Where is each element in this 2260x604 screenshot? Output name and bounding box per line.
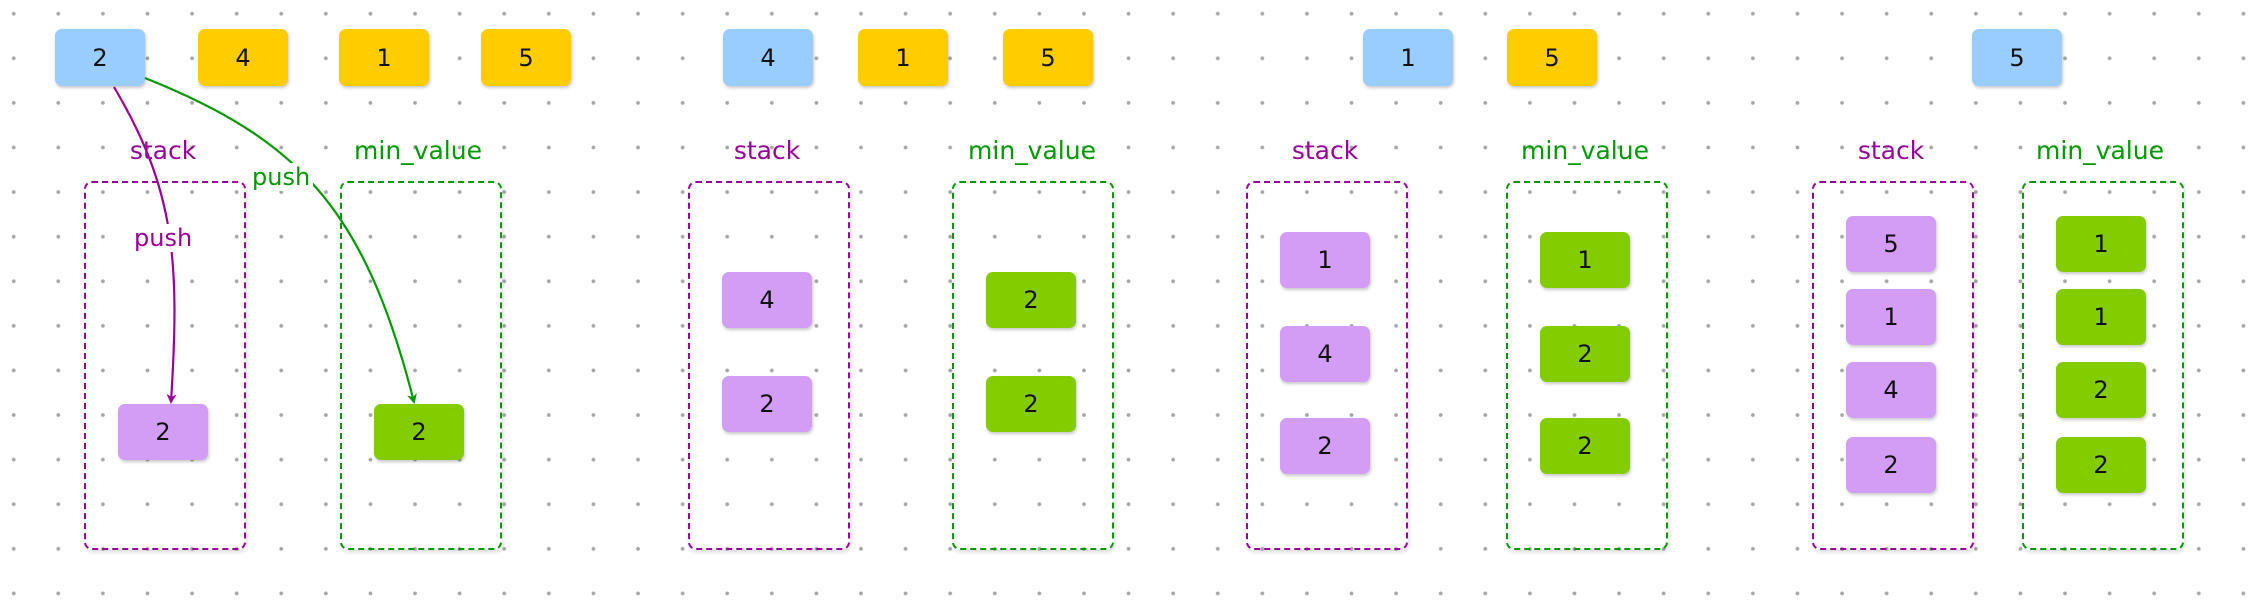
stack-item: 1 [1846, 289, 1936, 345]
min-value-item: 2 [374, 404, 464, 460]
stack-item: 4 [1280, 326, 1370, 382]
min-push-arrow [144, 76, 417, 404]
min-value-item: 2 [1540, 326, 1630, 382]
min-push-label: push [249, 163, 314, 191]
stack-item: 5 [1846, 216, 1936, 272]
stack-label: stack [1857, 136, 1925, 165]
stack-label: stack [129, 136, 197, 165]
min-value-item: 1 [2056, 289, 2146, 345]
stack-container [688, 181, 850, 550]
pending-element: 5 [481, 29, 571, 86]
min-value-container [2022, 181, 2184, 550]
min-value-container [952, 181, 1114, 550]
min-value-label: min_value [1521, 136, 1649, 165]
stack-item: 1 [1280, 232, 1370, 288]
stack-label: stack [733, 136, 801, 165]
stack-item: 2 [118, 404, 208, 460]
current-element: 4 [723, 29, 813, 86]
min-value-container [1506, 181, 1668, 550]
min-value-item: 2 [2056, 362, 2146, 418]
stack-label: stack [1291, 136, 1359, 165]
pending-element: 4 [198, 29, 288, 86]
stack-item: 2 [1280, 418, 1370, 474]
stack-item: 4 [722, 272, 812, 328]
pending-element: 1 [339, 29, 429, 86]
current-element: 2 [55, 29, 145, 86]
min-value-item: 1 [1540, 232, 1630, 288]
current-element: 5 [1972, 29, 2062, 86]
min-value-item: 2 [986, 376, 1076, 432]
pending-element: 5 [1003, 29, 1093, 86]
stack-container [1812, 181, 1974, 550]
pending-element: 1 [858, 29, 948, 86]
current-element: 1 [1363, 29, 1453, 86]
min-value-item: 1 [2056, 216, 2146, 272]
min-value-container [340, 181, 502, 550]
stack-container [1246, 181, 1408, 550]
min-value-label: min_value [354, 136, 482, 165]
stack-push-label: push [131, 224, 196, 252]
min-value-item: 2 [2056, 437, 2146, 493]
min-value-label: min_value [968, 136, 1096, 165]
stack-item: 2 [1846, 437, 1936, 493]
min-value-item: 2 [986, 272, 1076, 328]
pending-element: 5 [1507, 29, 1597, 86]
stack-container [84, 181, 246, 550]
min-value-item: 2 [1540, 418, 1630, 474]
stack-item: 4 [1846, 362, 1936, 418]
min-value-label: min_value [2036, 136, 2164, 165]
stack-item: 2 [722, 376, 812, 432]
